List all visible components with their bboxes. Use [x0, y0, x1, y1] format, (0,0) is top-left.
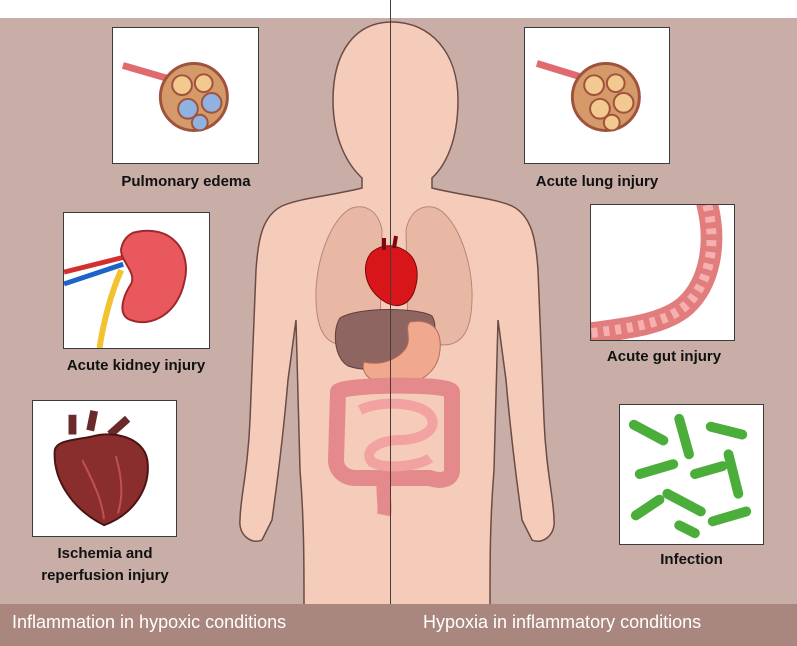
footer-right-label: Hypoxia in inflammatory conditions — [423, 612, 701, 633]
pulmonary-edema-panel — [112, 27, 259, 164]
rectum — [383, 478, 384, 515]
intestine-icon — [591, 205, 734, 340]
infection-panel — [619, 404, 764, 545]
pulmonary-edema-label: Pulmonary edema — [100, 172, 272, 191]
acute-lung-injury-label: Acute lung injury — [515, 172, 679, 191]
acute-kidney-injury-panel — [63, 212, 210, 349]
acute-lung-injury-panel — [524, 27, 670, 164]
ischemia-reperfusion-panel — [32, 400, 177, 537]
kidney-icon — [64, 213, 209, 348]
center-divider — [390, 0, 391, 646]
heart-icon — [33, 401, 176, 536]
ischemia-label-line1: Ischemia and — [25, 544, 185, 563]
alveoli-icon — [525, 28, 669, 163]
infection-label: Infection — [619, 550, 764, 569]
footer-left-label: Inflammation in hypoxic conditions — [12, 612, 286, 633]
bacteria-icon — [620, 405, 763, 544]
acute-gut-injury-label: Acute gut injury — [580, 347, 748, 366]
acute-kidney-injury-label: Acute kidney injury — [48, 356, 224, 375]
acute-gut-injury-panel — [590, 204, 735, 341]
alveoli-edema-icon — [113, 28, 258, 163]
ischemia-label-line2: reperfusion injury — [25, 566, 185, 585]
